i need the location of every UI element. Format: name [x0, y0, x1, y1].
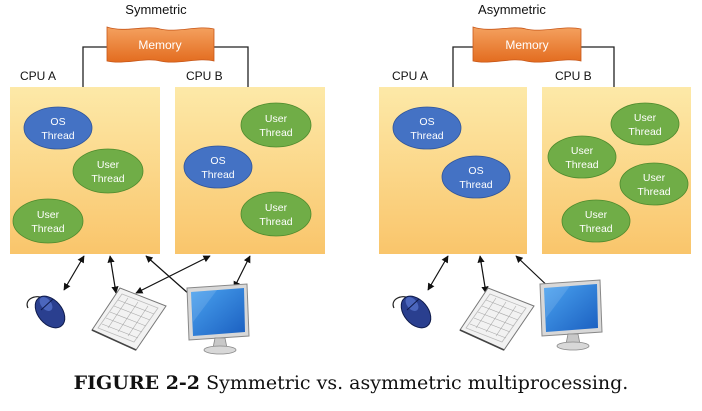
io-arrows: [63, 255, 251, 303]
os-thread: OS Thread: [183, 145, 253, 189]
thread-label-line2: Thread: [201, 169, 234, 181]
thread-label-line2: Thread: [459, 179, 492, 191]
cpu-label: CPU A: [20, 69, 56, 83]
memory-bus-line: [212, 46, 249, 87]
thread-label-line2: Thread: [637, 186, 670, 198]
user-thread: User Thread: [240, 102, 312, 148]
asymmetric-diagram: Asymmetric Memory CPU A OS Thread OS Thr…: [379, 2, 691, 351]
cpu-label: CPU B: [186, 69, 223, 83]
thread-label-line2: Thread: [259, 216, 292, 228]
user-thread: User Thread: [561, 199, 631, 243]
user-thread: User Thread: [12, 198, 84, 244]
user-thread: User Thread: [610, 102, 680, 146]
thread-label-line1: User: [643, 172, 666, 184]
user-thread: User Thread: [547, 135, 617, 179]
thread-label-line1: OS: [210, 155, 225, 167]
figure-caption-text: Symmetric vs. asymmetric multiprocessing…: [206, 372, 629, 394]
memory-bus-line: [580, 46, 615, 87]
thread-label-line1: User: [37, 209, 60, 221]
thread-label-line2: Thread: [31, 223, 64, 235]
user-thread: User Thread: [72, 148, 144, 194]
os-thread: OS Thread: [23, 106, 93, 150]
user-thread: User Thread: [240, 191, 312, 237]
diagram-title: Asymmetric: [478, 2, 546, 17]
thread-label-line2: Thread: [628, 126, 661, 138]
keyboard-icon: [91, 287, 167, 351]
memory-block: Memory: [106, 26, 215, 63]
figure-caption: FIGURE 2-2 Symmetric vs. asymmetric mult…: [0, 372, 702, 394]
thread-label-line1: OS: [468, 165, 483, 177]
mouse-icon: [26, 289, 72, 335]
memory-label: Memory: [505, 38, 548, 52]
thread-label-line1: User: [265, 113, 288, 125]
io-arrow: [135, 255, 211, 294]
io-arrow: [427, 255, 449, 291]
thread-label-line1: User: [634, 112, 657, 124]
thread-label-line2: Thread: [579, 223, 612, 235]
cpu-label: CPU B: [555, 69, 592, 83]
io-arrow: [107, 255, 119, 294]
thread-label-line1: User: [265, 202, 288, 214]
thread-label-line2: Thread: [91, 173, 124, 185]
keyboard-icon: [459, 287, 535, 351]
io-arrows: [427, 255, 555, 294]
thread-label-line1: OS: [419, 116, 434, 128]
memory-bus-line: [452, 46, 476, 87]
memory-label: Memory: [138, 38, 181, 52]
user-thread: User Thread: [619, 162, 689, 206]
figure-number: FIGURE 2-2: [73, 372, 201, 394]
monitor-icon: [186, 283, 250, 355]
thread-label-line1: User: [97, 159, 120, 171]
thread-label-line2: Thread: [259, 127, 292, 139]
thread-label-line1: OS: [50, 116, 65, 128]
memory-bus-line: [82, 46, 112, 87]
os-thread: OS Thread: [441, 155, 511, 199]
io-arrow: [233, 255, 251, 289]
mouse-icon: [392, 289, 438, 335]
monitor-icon: [539, 279, 603, 351]
diagram-title: Symmetric: [125, 2, 187, 17]
io-arrow: [477, 255, 489, 294]
cpu-label: CPU A: [392, 69, 428, 83]
thread-label-line2: Thread: [41, 130, 74, 142]
thread-label-line1: User: [585, 209, 608, 221]
symmetric-diagram: Symmetric Memory CPU A OS Thread User Th…: [10, 2, 325, 355]
os-thread: OS Thread: [392, 106, 462, 150]
memory-block: Memory: [472, 26, 582, 63]
thread-label-line2: Thread: [565, 159, 598, 171]
io-arrow: [63, 255, 85, 291]
thread-label-line2: Thread: [410, 130, 443, 142]
thread-label-line1: User: [571, 145, 594, 157]
